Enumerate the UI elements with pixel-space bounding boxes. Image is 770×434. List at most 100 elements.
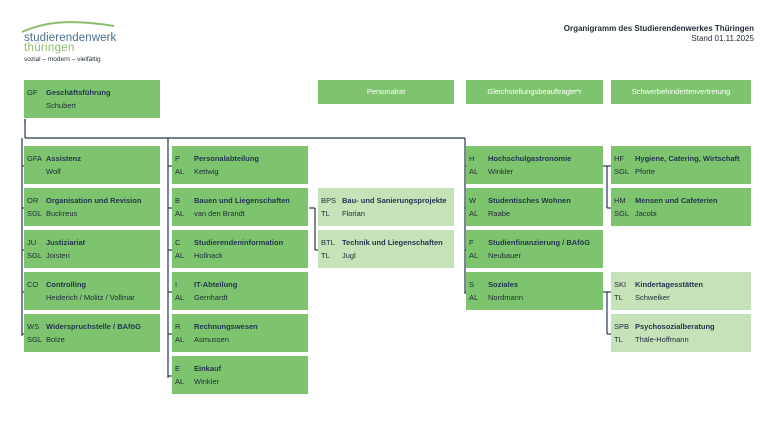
box-role: TL xyxy=(321,251,330,260)
box-controlling: CO Controlling Heiderich / Molitz / Voll… xyxy=(24,272,160,310)
box-einkauf: E Einkauf AL Winkler xyxy=(172,356,308,394)
box-code: SKI xyxy=(614,280,627,289)
box-person: Bolze xyxy=(46,335,65,344)
box-code: W xyxy=(469,196,477,205)
box-role: SGL xyxy=(27,335,43,344)
box-studierendeninformation: C Studierendeninformation AL Hollnack xyxy=(172,230,308,268)
box-role: TL xyxy=(321,209,330,218)
box-name: Mensen und Cafeterien xyxy=(635,196,718,205)
box-code: JU xyxy=(27,238,37,247)
title-heading: Organigramm des Studierendenwerkes Thüri… xyxy=(563,24,754,33)
box-name: Technik und Liegenschaften xyxy=(342,238,443,247)
box-person: van den Brandt xyxy=(194,209,245,218)
box-code: SPB xyxy=(614,322,630,331)
box-rechnungswesen: R Rechnungswesen AL Asmussen xyxy=(172,314,308,352)
logo-sub-text: thüringen xyxy=(24,42,75,54)
box-name: Widerspruchstelle / BAföG xyxy=(46,322,141,331)
box-code: H xyxy=(469,154,475,163)
box-widerspruchstelle: WS Widerspruchstelle / BAföG SGL Bolze xyxy=(24,314,160,352)
box-studentisches-wohnen: W Studentisches Wohnen AL Raabe xyxy=(466,188,603,226)
box-bau-sanierungsprojekte: BPS Bau- und Sanierungsprojekte TL Flori… xyxy=(318,188,454,226)
logo-main-text: studierendenwerk xyxy=(24,32,117,44)
box-soziales: S Soziales AL Nordmann xyxy=(466,272,603,310)
logo-tagline: sozial – modern – vielfältig xyxy=(24,56,101,63)
box-code: WS xyxy=(27,322,40,331)
box-technik-liegenschaften: BTL Technik und Liegenschaften TL Jugl xyxy=(318,230,454,268)
box-code: I xyxy=(175,280,178,289)
title-date: Stand 01.11.2025 xyxy=(691,34,754,43)
box-person: Winkler xyxy=(488,167,514,176)
box-name: Assistenz xyxy=(46,154,82,163)
box-name: Bauen und Liegenschaften xyxy=(194,196,290,205)
box-studienfinanzierung: F Studienfinanzierung / BAföG AL Neubaue… xyxy=(466,230,603,268)
box-person: Schweiker xyxy=(635,293,670,302)
box-person: Joisten xyxy=(46,251,70,260)
box-code: CO xyxy=(27,280,39,289)
box-code: C xyxy=(175,238,181,247)
box-name: Personalabteilung xyxy=(194,154,260,163)
box-name: Psychosozialberatung xyxy=(635,322,715,331)
box-role: SGL xyxy=(27,251,43,260)
box-name: Studienfinanzierung / BAföG xyxy=(488,238,591,247)
box-person: Neubauer xyxy=(488,251,521,260)
header-personalrat: Personalrat xyxy=(318,80,454,104)
box-name: Hochschulgastronomie xyxy=(488,154,572,163)
box-name: Justiziariat xyxy=(46,238,86,247)
box-code: GFA xyxy=(27,154,43,163)
box-role: AL xyxy=(469,251,479,260)
box-personalabteilung: P Personalabteilung AL Kettwig xyxy=(172,146,308,184)
box-role: AL xyxy=(469,209,479,218)
box-name: Studentisches Wohnen xyxy=(488,196,571,205)
box-code: S xyxy=(469,280,475,289)
box-role: TL xyxy=(614,335,623,344)
box-name: Organisation und Revision xyxy=(46,196,142,205)
box-assistenz: GFA Assistenz Wolf xyxy=(24,146,160,184)
box-role: AL xyxy=(175,251,185,260)
box-psychosozialberatung: SPB Psychosozialberatung TL Thäle-Hoffma… xyxy=(611,314,751,352)
box-name: Rechnungswesen xyxy=(194,322,258,331)
box-role: TL xyxy=(614,293,623,302)
box-name: Hygiene, Catering, Wirtschaft xyxy=(635,154,740,163)
box-role: AL xyxy=(175,209,185,218)
box-name: Controlling xyxy=(46,280,86,289)
box-code: HM xyxy=(614,196,626,205)
box-it-abteilung: I IT-Abteilung AL Gernhardt xyxy=(172,272,308,310)
box-person: Wolf xyxy=(46,167,61,176)
box-name: Einkauf xyxy=(194,364,222,373)
box-person: Winkler xyxy=(194,377,220,386)
box-organisation-revision: OR Organisation und Revision SGL Buckreu… xyxy=(24,188,160,226)
box-hochschulgastronomie: H Hochschulgastronomie AL Winkler xyxy=(466,146,603,184)
box-code: HF xyxy=(614,154,624,163)
box-justiziariat: JU Justiziariat SGL Joisten xyxy=(24,230,160,268)
box-name: Soziales xyxy=(488,280,519,289)
box-person: Nordmann xyxy=(488,293,524,302)
box-code: OR xyxy=(27,196,39,205)
box-geschaeftsfuehrung: GF Geschäftsführung Schubert xyxy=(24,80,160,118)
box-code: E xyxy=(175,364,181,373)
box-role: AL xyxy=(175,293,185,302)
box-kindertagesstaetten: SKI Kindertagesstätten TL Schweiker xyxy=(611,272,751,310)
box-role: AL xyxy=(175,335,185,344)
box-person: Florian xyxy=(342,209,365,218)
box-person: Jacobi xyxy=(635,209,657,218)
box-name: Studierendeninformation xyxy=(194,238,284,247)
box-person: Jugl xyxy=(342,251,356,260)
box-code: GF xyxy=(27,88,38,97)
box-code: BTL xyxy=(321,238,335,247)
box-code: BPS xyxy=(321,196,337,205)
box-code: R xyxy=(175,322,181,331)
header-schwerbehinderten: Schwerbehindertenvertretung xyxy=(611,80,751,104)
box-name: IT-Abteilung xyxy=(194,280,238,289)
box-mensen-cafeterien: HM Mensen und Cafeterien SGL Jacobi xyxy=(611,188,751,226)
box-person: Buckreus xyxy=(46,209,78,218)
box-role: SGL xyxy=(614,209,630,218)
box-person: Heiderich / Molitz / Vollmar xyxy=(46,293,135,302)
header-gleichstellung: Gleichstellungsbeauftragte*r xyxy=(466,80,603,104)
box-code: P xyxy=(175,154,181,163)
box-name: Bau- und Sanierungsprojekte xyxy=(342,196,447,205)
box-name: Geschäftsführung xyxy=(46,88,111,97)
box-person: Thäle-Hoffmann xyxy=(635,335,689,344)
box-person: Asmussen xyxy=(194,335,230,344)
box-code: F xyxy=(469,238,474,247)
